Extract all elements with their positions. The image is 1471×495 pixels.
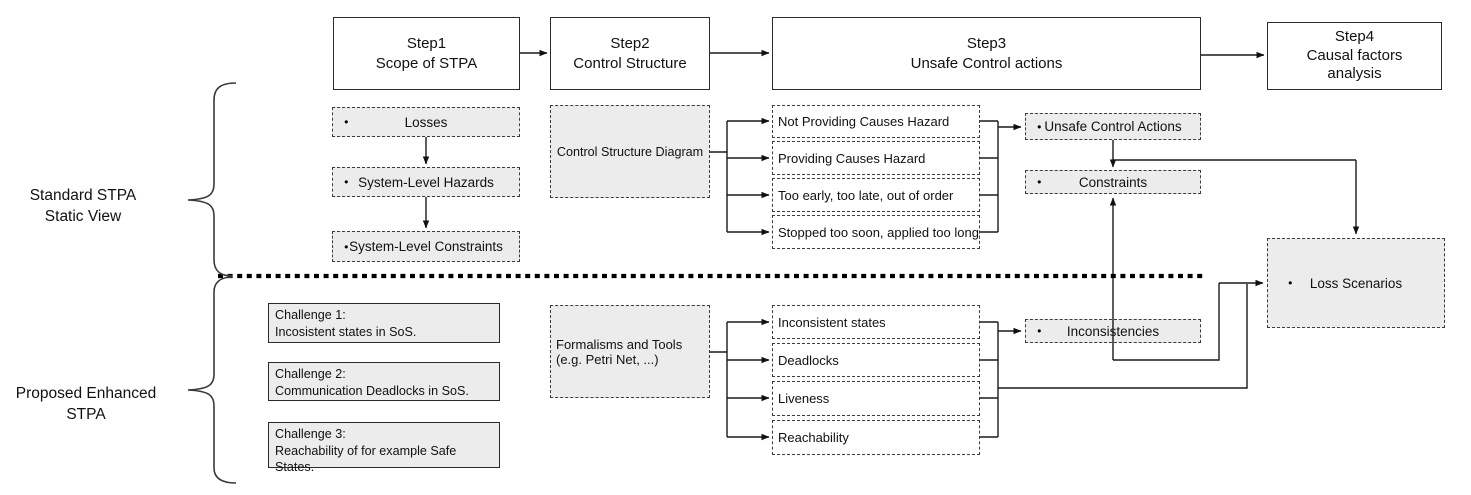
- control-structure-diagram-box: Control Structure Diagram: [550, 105, 710, 198]
- brace-standard-view: [187, 82, 237, 277]
- losses-box: ● Losses: [332, 107, 520, 137]
- bullet-icon: ●: [1037, 121, 1042, 131]
- system-level-hazards-box: ● System-Level Hazards: [332, 167, 520, 197]
- loss-scenarios-label: Loss Scenarios: [1309, 275, 1403, 291]
- step3-box: Step3 Unsafe Control actions: [772, 17, 1201, 90]
- challenge1-box: Challenge 1: Incosistent states in SoS.: [268, 303, 500, 343]
- control-structure-diagram-label: Control Structure Diagram: [556, 144, 704, 159]
- challenge3-title: Challenge 3:: [275, 427, 346, 441]
- analysis-result-label: Reachability: [778, 430, 849, 445]
- unsafe-control-actions-box: ● Unsafe Control Actions: [1025, 113, 1201, 140]
- challenge2-box: Challenge 2: Communication Deadlocks in …: [268, 362, 500, 401]
- step1-box: Step1 Scope of STPA: [333, 17, 520, 90]
- standard-stpa-row-label: Standard STPA Static View: [29, 187, 137, 225]
- bullet-icon: ●: [344, 117, 349, 127]
- bullet-icon: ●: [1037, 326, 1042, 336]
- uca-type-label: Providing Causes Hazard: [778, 150, 926, 166]
- bullet-icon: ●: [1288, 278, 1293, 288]
- uca-type-label: Stopped too soon, applied too long: [778, 224, 979, 240]
- challenge3-box: Challenge 3: Reachability of for example…: [268, 422, 500, 474]
- inconsistent-states-box: Inconsistent states: [772, 305, 980, 339]
- challenge1-title: Challenge 1:: [275, 308, 346, 322]
- formalisms-fanout-trunk: [710, 322, 728, 437]
- system-level-constraints-box: ● System-Level Constraints: [332, 231, 520, 262]
- uca-collector-trunk: [980, 120, 999, 233]
- challenge2-title: Challenge 2:: [275, 367, 346, 381]
- losses-label: Losses: [404, 114, 448, 130]
- constraints-box: ● Constraints: [1025, 170, 1201, 194]
- brace-enhanced-view: [187, 276, 237, 484]
- uca-type-too-early-box: Too early, too late, out of order: [772, 178, 980, 212]
- system-level-constraints-label: System-Level Constraints: [349, 239, 503, 254]
- liveness-box: Liveness: [772, 381, 980, 416]
- enhanced-stpa-row-label: Proposed Enhanced STPA: [15, 385, 157, 423]
- inconsistencies-box: ● Inconsistencies: [1025, 319, 1201, 343]
- analysis-result-label: Liveness: [778, 391, 830, 406]
- system-level-hazards-label: System-Level Hazards: [358, 174, 494, 190]
- uca-type-not-providing-box: Not Providing Causes Hazard: [772, 105, 980, 138]
- analysis-result-label: Inconsistent states: [778, 314, 886, 330]
- analysis-result-label: Deadlocks: [778, 352, 839, 368]
- unsafe-control-actions-label: Unsafe Control Actions: [1044, 119, 1182, 134]
- bullet-icon: ●: [344, 177, 349, 187]
- deadlocks-box: Deadlocks: [772, 343, 980, 377]
- constraints-label: Constraints: [1078, 174, 1148, 190]
- bullet-icon: ●: [1037, 177, 1042, 187]
- csd-fanout-trunk: [710, 121, 728, 232]
- challenge3-body: Reachability of for example Safe States.: [275, 443, 457, 475]
- inconsistencies-label: Inconsistencies: [1066, 323, 1160, 339]
- formalisms-tools-label: Formalisms and Tools (e.g. Petri Net, ..…: [556, 336, 683, 367]
- formalisms-tools-box: Formalisms and Tools (e.g. Petri Net, ..…: [550, 305, 710, 398]
- step4-box: Step4 Causal factors analysis: [1267, 22, 1442, 90]
- bullet-icon: ●: [344, 241, 349, 251]
- challenge2-body: Communication Deadlocks in SoS.: [275, 383, 469, 398]
- uca-type-label: Too early, too late, out of order: [778, 187, 954, 203]
- loss-scenarios-box: ● Loss Scenarios: [1267, 238, 1445, 328]
- reachability-box: Reachability: [772, 420, 980, 455]
- step2-box: Step2 Control Structure: [550, 17, 710, 90]
- results-collector-trunk: [980, 321, 999, 438]
- uca-type-label: Not Providing Causes Hazard: [778, 114, 950, 129]
- uca-type-providing-box: Providing Causes Hazard: [772, 141, 980, 175]
- uca-type-stopped-too-soon-box: Stopped too soon, applied too long: [772, 215, 980, 249]
- challenge1-body: Incosistent states in SoS.: [275, 324, 417, 339]
